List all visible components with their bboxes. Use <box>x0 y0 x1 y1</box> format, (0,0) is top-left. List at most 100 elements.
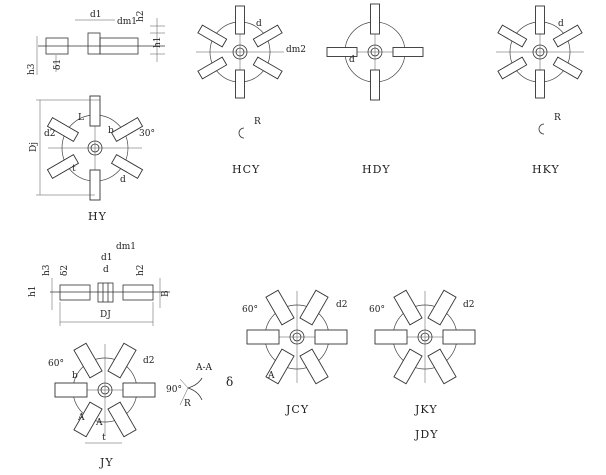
hky-blade <box>497 56 528 80</box>
jy-blade <box>73 401 103 438</box>
label-r: R <box>554 113 561 123</box>
hy-blade <box>110 117 144 142</box>
jcy-blade <box>246 329 280 345</box>
label-h2: h2 <box>136 10 146 22</box>
label-b: B <box>161 290 171 297</box>
jky-impeller-labels: 60° d2 JKY JDY <box>369 300 475 441</box>
label-d2: d2 <box>336 300 348 310</box>
hy-blade <box>46 154 80 179</box>
jcy-hub <box>289 329 305 345</box>
label-l: L <box>78 113 84 123</box>
jky-hub <box>417 329 433 345</box>
jy-blade <box>54 382 88 398</box>
jcy-blade <box>299 289 329 326</box>
hy-hub <box>87 140 103 156</box>
label-a: A <box>95 418 103 428</box>
side-view-bottom: dm1 d1 d h2 h3 δ2 h1 B DJ <box>28 242 171 326</box>
hdy-blade <box>370 69 380 101</box>
label-delta1: δ1 <box>53 59 63 70</box>
label-d2: d2 <box>463 300 475 310</box>
label-d: d <box>349 55 355 65</box>
jky-blade <box>374 329 408 345</box>
hcy-impeller-labels: d dm2 R HCY <box>232 19 306 176</box>
hdy-hub <box>367 44 383 60</box>
label-angle-60: 60° <box>369 305 385 315</box>
jy-blade <box>107 401 137 438</box>
label-d: d <box>120 175 126 185</box>
hy-blade <box>89 95 101 127</box>
label-d: d <box>103 265 109 275</box>
caption-jcy: JCY <box>285 403 309 416</box>
hcy-bore <box>235 47 245 57</box>
label-angle-30: 30° <box>139 129 155 139</box>
side-view-top: d1 dm1 h2 h1 h3 δ1 <box>27 10 165 75</box>
jky-blade <box>442 329 476 345</box>
jky-blade <box>427 289 457 326</box>
label-t: t <box>72 164 76 174</box>
jcy-blade <box>265 348 295 385</box>
hcy-blade <box>252 56 283 80</box>
hky-blade <box>535 5 545 35</box>
jy-blade <box>107 342 137 379</box>
caption-hdy: HDY <box>362 163 391 176</box>
label-d1: d1 <box>101 253 113 263</box>
hy-impeller-labels: Dj d2 L b 30° t d HY <box>29 99 155 223</box>
hdy-blade <box>326 47 358 57</box>
drawing-shapes <box>46 3 584 438</box>
hcy-hub <box>232 44 248 60</box>
label-d2: d2 <box>44 129 56 139</box>
caption-jky: JKY <box>414 403 438 416</box>
caption-hcy: HCY <box>232 163 260 176</box>
jcy-impeller-labels: 60° d2 A JCY <box>242 300 348 416</box>
hky-blade <box>552 56 583 80</box>
jcy-blade <box>314 329 348 345</box>
section-title: A-A <box>195 363 213 373</box>
jcy-bore <box>292 332 302 342</box>
jy-blade <box>122 382 156 398</box>
caption-jdy: JDY <box>414 428 439 441</box>
label-angle-90: 90° <box>166 385 182 395</box>
label-dm1: dm1 <box>116 242 136 252</box>
label-dj: Dj <box>29 142 39 152</box>
label-delta2: δ2 <box>60 265 70 276</box>
label-h1: h1 <box>28 285 38 297</box>
hcy-blade <box>235 5 245 35</box>
hcy-blade <box>252 24 283 48</box>
jky-bore <box>420 332 430 342</box>
hky-blade <box>552 24 583 48</box>
jky-blade <box>427 348 457 385</box>
label-angle-60: 60° <box>242 305 258 315</box>
label-h3: h3 <box>27 63 37 75</box>
hky-impeller-labels: d R HKY <box>532 19 564 176</box>
label-dm2: dm2 <box>286 45 306 55</box>
jy-bore <box>100 385 110 395</box>
label-b: b <box>108 126 114 136</box>
caption-hy: HY <box>88 210 107 223</box>
caption-hky: HKY <box>532 163 560 176</box>
label-d: d <box>256 19 262 29</box>
jcy-blade <box>299 348 329 385</box>
label-h1: h1 <box>153 36 163 48</box>
label-r: R <box>254 117 261 127</box>
hy-blade <box>46 117 80 142</box>
hy-blade <box>110 154 144 179</box>
hdy-bore <box>370 47 380 57</box>
label-a: A <box>267 371 275 381</box>
label-d1: d1 <box>90 10 102 20</box>
hdy-blade <box>370 3 380 35</box>
label-d2: d2 <box>143 356 155 366</box>
label-h2: h2 <box>136 264 146 276</box>
label-angle-60: 60° <box>48 359 64 369</box>
label-b: b <box>72 371 78 381</box>
label-delta: δ <box>226 375 233 389</box>
jy-hub <box>97 382 113 398</box>
jky-blade <box>393 348 423 385</box>
hy-bore <box>90 143 100 153</box>
hcy-blade <box>235 69 245 99</box>
section-a-a: A-A 90° R δ <box>166 363 233 409</box>
hcy-blade <box>197 56 228 80</box>
label-dj: DJ <box>100 310 111 320</box>
hky-bore <box>535 47 545 57</box>
label-r: R <box>184 399 191 409</box>
